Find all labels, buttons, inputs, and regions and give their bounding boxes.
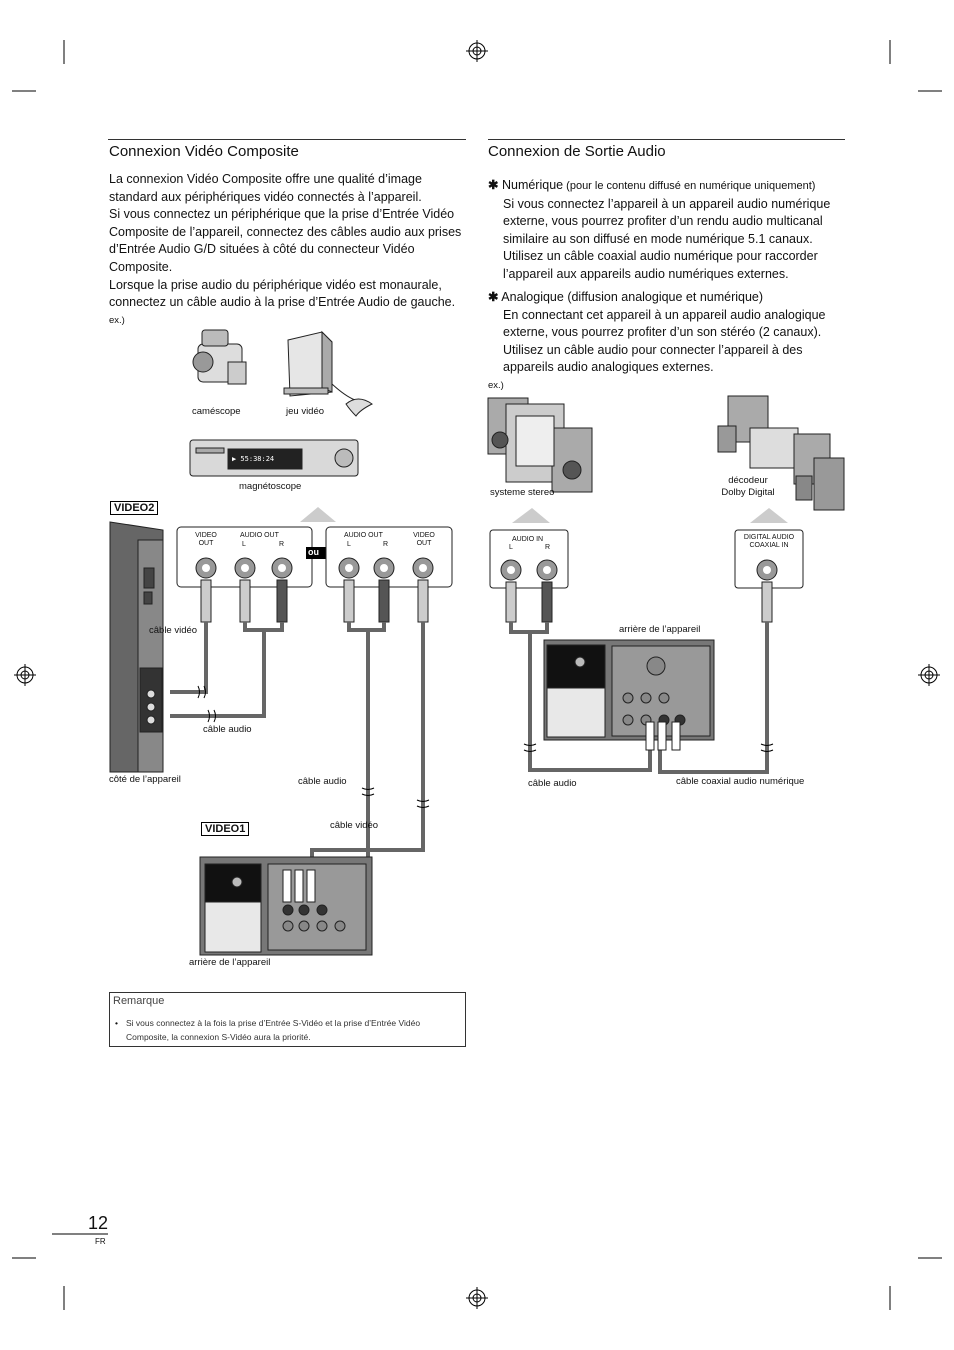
right-ex-label: ex.) — [488, 380, 504, 391]
cable-audio-label: câble audio — [203, 724, 252, 735]
ou-box — [306, 547, 326, 559]
video2-label: VIDEO2 — [110, 501, 159, 515]
left-ex-label: ex.) — [109, 315, 125, 326]
left-intro: La connexion Vidéo Composite offre une q… — [109, 171, 464, 312]
stereo-system-icon — [487, 397, 593, 493]
note-bullet: • — [115, 1018, 118, 1028]
tv-side-label: côté de l’appareil — [109, 774, 181, 785]
page-number: 12 — [88, 1213, 109, 1233]
digital-item: ✱ Numérique (pour le contenu diffusé en … — [488, 177, 848, 284]
digital-in-label: DIGITAL AUDIO COAXIAL IN — [743, 534, 795, 549]
note-box: Remarque • Si vous connectez à la fois l… — [109, 992, 466, 1047]
analog-item: ✱ Analogique (diffusion analogique et nu… — [488, 289, 848, 377]
jack-l-label: L — [509, 544, 513, 551]
game-console-icon — [283, 330, 373, 417]
note-title: Remarque — [113, 995, 165, 1007]
vcr-icon — [189, 439, 359, 477]
stereo-label: systeme stereo — [490, 487, 555, 498]
tv-rear-label: arrière de l’appareil — [619, 624, 701, 635]
item-body: Si vous connectez l’appareil à un appare… — [503, 196, 831, 281]
item-qualifier: (pour le contenu diffusé en numérique un… — [563, 180, 816, 192]
note-text: Si vous connectez à la fois la prise d’E… — [126, 1018, 421, 1042]
star-icon: ✱ — [488, 290, 499, 304]
left-paragraph: Si vous connectez un périphérique que la… — [109, 207, 462, 274]
cable-audio-label: câble audio — [298, 776, 347, 787]
cable-breaks — [197, 685, 430, 808]
pointer-triangle — [512, 508, 550, 523]
vcr-label: magnétoscope — [239, 481, 302, 492]
audio-out-label: AUDIO OUT — [240, 532, 279, 539]
left-title-rule — [108, 139, 466, 140]
tv-side-panel — [109, 521, 164, 773]
left-paragraph: Lorsque la prise audio du périphérique v… — [109, 277, 456, 310]
pointer-triangle — [300, 507, 336, 522]
camcorder-icon — [192, 329, 247, 385]
coax-cable-label: câble coaxial audio numérique — [676, 776, 805, 787]
jack-r-label: R — [545, 544, 551, 551]
item-heading: Analogique — [501, 290, 564, 304]
audio-in-label: AUDIO IN — [512, 536, 544, 543]
camcorder-label: caméscope — [192, 406, 241, 417]
jack-r-label: R — [279, 541, 285, 548]
device-jack-panel-1 — [176, 526, 313, 588]
registration-mark-icon — [14, 40, 940, 1309]
cable-video-label: câble vidéo — [330, 820, 379, 831]
digital-coax-jack — [734, 529, 804, 589]
pointer-triangle — [750, 508, 788, 523]
cable-audio-label: câble audio — [528, 778, 577, 789]
ou-label: ou — [308, 547, 319, 557]
jack-r-label: R — [383, 541, 389, 548]
left-section-title: Connexion Vidéo Composite — [109, 143, 299, 160]
star-icon: ✱ — [488, 178, 499, 192]
right-title-rule — [488, 139, 845, 140]
tv-rear-panel-right — [543, 639, 715, 751]
jack-l-label: L — [347, 541, 351, 548]
cables-right — [509, 622, 769, 774]
video-out-label: VIDEO OUT — [413, 532, 435, 547]
audio-out-label: AUDIO OUT — [344, 532, 383, 539]
plugs-right — [505, 581, 773, 623]
item-qualifier: (diffusion analogique et numérique) — [563, 290, 764, 304]
right-section-title: Connexion de Sortie Audio — [488, 143, 666, 160]
cable-breaks — [523, 743, 774, 752]
video1-label: VIDEO1 — [201, 822, 250, 836]
decoder-label: décodeur Dolby Digital — [721, 475, 775, 498]
cable-video-label: câble vidéo — [149, 625, 198, 636]
vcr-display: ▶ 55:38:24 — [232, 455, 275, 463]
tv-rear-label: arrière de l’appareil — [189, 957, 271, 968]
tv-rear-panel-left — [199, 856, 373, 956]
crop-marks — [12, 40, 942, 1310]
dolby-decoder-icon — [717, 395, 845, 511]
page-language: FR — [95, 1237, 106, 1246]
item-heading: Numérique — [501, 178, 564, 192]
cables-left — [170, 622, 425, 875]
left-paragraph: La connexion Vidéo Composite offre une q… — [109, 172, 422, 204]
item-body: En connectant cet appareil à un appareil… — [503, 307, 826, 375]
audio-in-jacks — [489, 529, 569, 589]
video-out-label: VIDEO OUT — [195, 532, 217, 547]
jack-l-label: L — [242, 541, 246, 548]
game-console-label: jeu vidéo — [286, 406, 325, 417]
